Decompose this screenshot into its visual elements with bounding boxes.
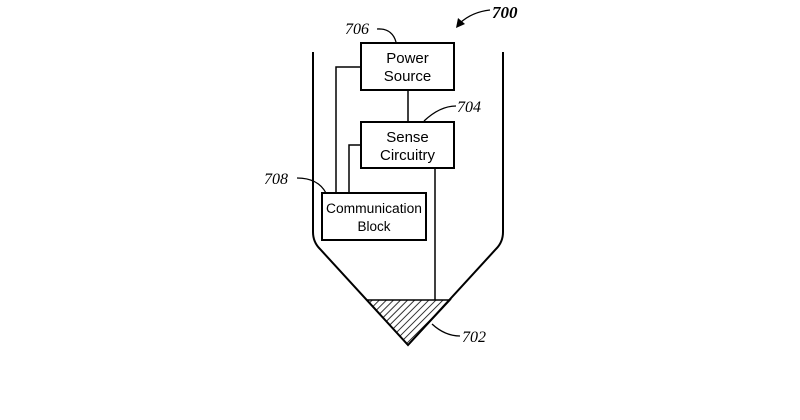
- ref-702: 702: [462, 329, 486, 346]
- power-source-block: Power Source: [361, 43, 454, 90]
- power-source-label-line1: Power: [386, 50, 429, 67]
- wire-sense-to-comm: [349, 145, 361, 193]
- communication-label-line1: Communication: [326, 201, 422, 216]
- communication-label-line2: Block: [357, 219, 390, 234]
- leader-706: [377, 29, 396, 42]
- communication-block: Communication Block: [322, 193, 426, 240]
- ref-708: 708: [264, 171, 288, 188]
- figure-ref-700: 700: [492, 3, 518, 22]
- leader-708: [297, 178, 326, 193]
- ref-704: 704: [457, 99, 481, 116]
- stylus-tip-electrode: [367, 300, 450, 345]
- leader-704: [424, 106, 456, 121]
- sense-circuitry-block: Sense Circuitry: [361, 122, 454, 168]
- ref-706: 706: [345, 21, 369, 38]
- figure-arrow: [460, 10, 490, 23]
- wires: [336, 67, 435, 300]
- sense-circuitry-label-line2: Circuitry: [380, 147, 435, 164]
- sense-circuitry-label-line1: Sense: [386, 129, 429, 146]
- leader-702: [432, 324, 460, 336]
- power-source-label-line2: Source: [384, 68, 432, 85]
